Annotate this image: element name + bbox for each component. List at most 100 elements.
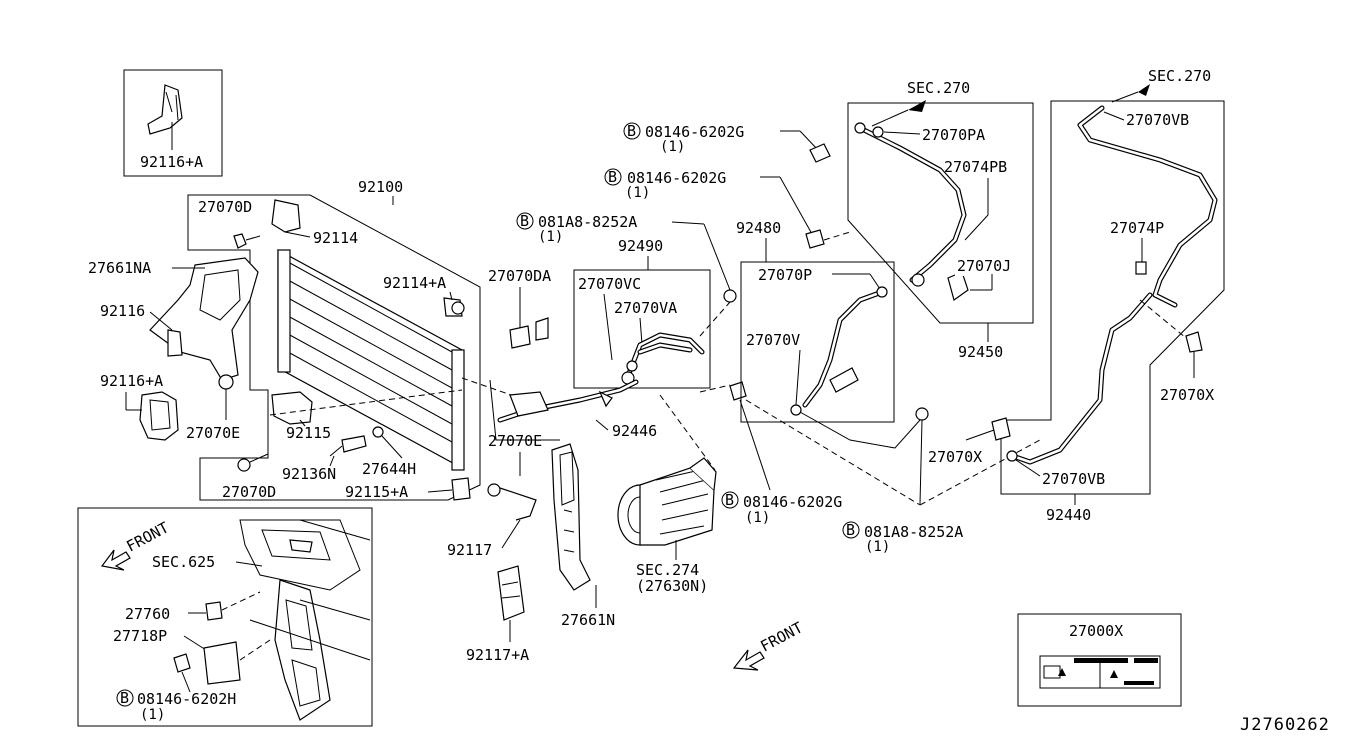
label-27070VC[interactable]: 27070VC: [578, 275, 641, 293]
label-27760[interactable]: 27760: [125, 605, 170, 623]
label-27070DA[interactable]: 27070DA: [488, 267, 551, 285]
label-92114A[interactable]: 92114+A: [383, 274, 446, 292]
label-bolt5[interactable]: 081A8-8252A: [864, 523, 963, 541]
label-bolt1[interactable]: 08146-6202G: [645, 123, 744, 141]
label-bolt4[interactable]: 08146-6202G: [743, 493, 842, 511]
clip-92114: [233, 233, 247, 249]
bolt2-marker: [604, 168, 622, 186]
label-27070VB-top[interactable]: 27070VB: [1126, 111, 1189, 129]
inset-box: [77, 507, 373, 727]
bolt6-marker: [116, 689, 134, 707]
label-27070D-bottom[interactable]: 27070D: [222, 483, 276, 501]
part-27070D-top: [271, 199, 301, 233]
label-sec625[interactable]: SEC.625: [152, 553, 215, 571]
label-27070VB-bottom[interactable]: 27070VB: [1042, 470, 1105, 488]
inset-support-bracket: [274, 579, 331, 721]
label-92114[interactable]: 92114: [313, 229, 358, 247]
label-92117A[interactable]: 92117+A: [466, 646, 529, 664]
clip-92115A: [451, 477, 471, 501]
sensor-92136N: [341, 435, 367, 453]
bolt6-part: [173, 653, 191, 673]
label-bolt5-qty[interactable]: (1): [865, 539, 890, 555]
bracket-92115: [271, 391, 313, 425]
label-27644H[interactable]: 27644H: [362, 460, 416, 478]
bracket-92117A: [497, 565, 525, 621]
bolt-callouts: B 08146-6202G (1) B 08146-6202G (1) B 08…: [516, 122, 1041, 555]
label-sec274-sub[interactable]: (27630N): [636, 577, 708, 595]
label-27070VA[interactable]: 27070VA: [614, 299, 677, 317]
label-sec270-right[interactable]: SEC.270: [1148, 67, 1211, 85]
bracket-27661N: [551, 443, 591, 591]
pipe-92440: [1077, 105, 1218, 308]
label-bolt6[interactable]: 08146-6202H: [137, 690, 236, 708]
label-27718P[interactable]: 27718P: [113, 627, 167, 645]
label-27661N[interactable]: 27661N: [561, 611, 615, 629]
front-arrow-main-icon: [732, 649, 765, 671]
clip-27070X-right: [1185, 331, 1203, 353]
diagram-code: J2760262: [1240, 715, 1330, 735]
label-92440[interactable]: 92440: [1046, 506, 1091, 524]
label-27070D-top[interactable]: 27070D: [198, 198, 252, 216]
label-sec274[interactable]: SEC.274: [636, 561, 699, 579]
label-27070X-right[interactable]: 27070X: [1160, 386, 1214, 404]
condenser-left-tank: [277, 249, 291, 373]
bracket-92116A-left: [139, 391, 179, 441]
label-bolt3-qty[interactable]: (1): [538, 229, 563, 245]
bolt-27070E-mid: [487, 483, 501, 497]
label-92490[interactable]: 92490: [618, 237, 663, 255]
label-front-main[interactable]: FRONT: [757, 618, 805, 655]
switch-27718P: [203, 641, 241, 685]
label-92136N[interactable]: 92136N: [282, 465, 336, 483]
label-bolt6-qty[interactable]: (1): [140, 707, 165, 723]
bolt5-marker: [842, 521, 860, 539]
label-27074PB[interactable]: 27074PB: [944, 158, 1007, 176]
label-92446[interactable]: 92446: [612, 422, 657, 440]
label-bolt3[interactable]: 081A8-8252A: [538, 213, 637, 231]
bolt1-marker: [623, 122, 641, 140]
bolt4-marker: [721, 491, 739, 509]
label-92116[interactable]: 92116: [100, 302, 145, 320]
label-27070E-left[interactable]: 27070E: [186, 424, 240, 442]
label-27074P[interactable]: 27074P: [1110, 219, 1164, 237]
label-bolt2[interactable]: 08146-6202G: [627, 169, 726, 187]
bracket-92117: [499, 487, 537, 521]
label-92116A-left[interactable]: 92116+A: [100, 372, 163, 390]
label-27070PA[interactable]: 27070PA: [922, 126, 985, 144]
clip-27070J: [947, 271, 969, 301]
label-92450[interactable]: 92450: [958, 343, 1003, 361]
label-sec270-mid[interactable]: SEC.270: [907, 79, 970, 97]
label-bolt2-qty[interactable]: (1): [625, 185, 650, 201]
clip-27070X-mid: [991, 417, 1011, 441]
label-92480[interactable]: 92480: [736, 219, 781, 237]
bolt1-part: [809, 143, 831, 163]
label-27070V[interactable]: 27070V: [746, 331, 800, 349]
bolt5-marker-letter: B: [846, 521, 855, 539]
box-92440: [1000, 100, 1225, 495]
label-bolt4-qty[interactable]: (1): [745, 510, 770, 526]
condenser-fins: [287, 261, 453, 443]
label-92115A[interactable]: 92115+A: [345, 483, 408, 501]
sensor-27760: [205, 601, 223, 621]
label-27070J[interactable]: 27070J: [957, 257, 1011, 275]
bolt6-marker-letter: B: [120, 689, 129, 707]
label-92117[interactable]: 92117: [447, 541, 492, 559]
bolt-27070E-left: [218, 374, 234, 390]
label-bolt1-qty[interactable]: (1): [660, 139, 685, 155]
label-front-inset[interactable]: FRONT: [123, 518, 171, 555]
box-92490: [573, 269, 711, 389]
label-92100[interactable]: 92100: [358, 178, 403, 196]
label-27000X[interactable]: 27000X: [1069, 622, 1123, 640]
bolt-081A8-top: [723, 289, 737, 303]
label-27070E-mid[interactable]: 27070E: [488, 432, 542, 450]
oring-27644H: [372, 426, 384, 438]
label-27661NA[interactable]: 27661NA: [88, 259, 151, 277]
bolt3-marker: [516, 212, 534, 230]
label-92115[interactable]: 92115: [286, 424, 331, 442]
bolt4-part: [729, 381, 747, 401]
group-92450: SEC.270 27070PA 27074PB 27070J 92450: [847, 79, 1034, 361]
inset-radiator-support: FRONT SEC.625 27760 27718P B 08146-6202H…: [77, 507, 373, 727]
label-27070X-mid[interactable]: 27070X: [928, 448, 982, 466]
label-92116A-top[interactable]: 92116+A: [140, 153, 203, 171]
label-27070P[interactable]: 27070P: [758, 266, 812, 284]
